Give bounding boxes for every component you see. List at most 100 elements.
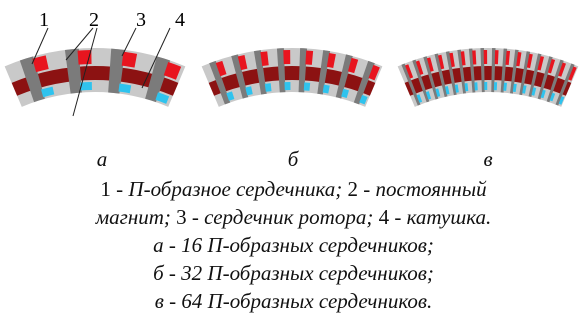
caption-line-1: 1 - П-образное сердечника; 2 - постоянны… xyxy=(0,175,587,203)
u-core-bar xyxy=(445,51,457,96)
coil xyxy=(435,88,441,97)
coil xyxy=(464,83,469,92)
coil xyxy=(284,82,291,91)
permanent-magnet xyxy=(163,61,182,80)
callout-label-1: 1 xyxy=(39,9,49,31)
u-core-bar xyxy=(546,59,564,103)
coil xyxy=(322,84,330,94)
permanent-magnet xyxy=(121,51,138,68)
u-core-bar xyxy=(480,48,485,93)
u-core-bar xyxy=(434,53,448,98)
u-core-bar xyxy=(491,48,496,93)
coil xyxy=(79,82,92,91)
permanent-magnet xyxy=(260,51,269,67)
permanent-magnet xyxy=(237,54,248,71)
callout-line-3 xyxy=(121,27,137,57)
permanent-magnet xyxy=(460,51,466,66)
permanent-magnet xyxy=(547,59,556,74)
coil xyxy=(531,87,537,96)
permanent-magnet xyxy=(568,66,577,81)
coil xyxy=(512,83,517,93)
permanent-magnet xyxy=(526,53,533,69)
u-core-bar xyxy=(457,49,466,94)
u-core-bar xyxy=(500,48,508,93)
permanent-magnet xyxy=(472,50,477,65)
caption-line-4: б - 32 П-образных сердечников; xyxy=(153,261,434,285)
u-core-bar xyxy=(276,48,286,93)
permanent-magnet xyxy=(505,50,511,65)
permanent-magnet xyxy=(426,57,434,72)
coil xyxy=(416,94,423,103)
permanent-magnet xyxy=(537,56,545,71)
permanent-magnet xyxy=(305,50,314,65)
coil xyxy=(155,92,170,104)
coil xyxy=(558,96,565,105)
permanent-magnet xyxy=(558,62,567,77)
u-core-bar xyxy=(412,59,430,103)
callout-label-3: 3 xyxy=(136,9,146,31)
permanent-magnet xyxy=(32,55,49,73)
u-core-bar xyxy=(231,54,249,99)
coil xyxy=(484,82,488,91)
permanent-magnet xyxy=(438,54,445,70)
u-core-bar xyxy=(19,56,45,103)
coil xyxy=(41,86,55,98)
panel-label-a: а xyxy=(96,147,108,171)
caption-num-2: 2 xyxy=(347,177,359,201)
coil xyxy=(549,92,556,102)
permanent-magnet xyxy=(368,64,380,81)
u-core-bar xyxy=(519,51,531,96)
u-core-bar xyxy=(537,56,553,100)
caption-num-3: 3 xyxy=(176,205,187,229)
machine-segments-figure: 1 2 3 4 xyxy=(4,9,579,117)
caption-line-2: магнит; 3 - сердечник ротора; 4 - катушк… xyxy=(0,203,587,231)
u-core-bar xyxy=(108,48,126,94)
panel-group xyxy=(4,47,579,107)
u-core-bar xyxy=(298,48,308,93)
callout-line-4 xyxy=(141,27,171,89)
permanent-magnet xyxy=(347,57,359,74)
coil xyxy=(118,83,132,94)
permanent-magnet xyxy=(215,60,227,77)
u-core-bar xyxy=(555,63,575,106)
caption-num-1: 1 - xyxy=(100,177,129,201)
coil xyxy=(503,82,507,91)
coil xyxy=(522,85,527,94)
coil xyxy=(341,88,349,99)
u-core-bar xyxy=(335,54,353,99)
permanent-magnet xyxy=(516,51,522,67)
u-core-bar xyxy=(510,49,519,94)
caption-magnet-text: магнит; xyxy=(95,205,177,229)
u-core-bar xyxy=(353,60,375,105)
coil xyxy=(425,91,432,100)
u-core-bar xyxy=(317,50,331,95)
permanent-magnet xyxy=(494,50,499,65)
caption-core-text: П-образное сердечника; xyxy=(128,177,348,201)
u-core-bar xyxy=(145,56,171,103)
coil xyxy=(359,94,368,105)
caption-num-4: 4 xyxy=(378,205,390,229)
u-core-bar xyxy=(253,50,267,95)
caption-permanent-text: - постоянный xyxy=(358,177,487,201)
coil xyxy=(303,82,311,91)
caption-line-3: а - 16 П-образных сердечников; xyxy=(153,233,434,257)
panel-label-v: в xyxy=(483,147,493,171)
caption-rotor-text: - сердечник ротора; xyxy=(186,205,379,229)
permanent-magnet xyxy=(283,50,291,65)
coil xyxy=(474,82,478,91)
u-core-bar xyxy=(528,53,542,98)
caption-coil-text: - катушка. xyxy=(389,205,492,229)
panel-label-b: б xyxy=(287,147,299,171)
permanent-magnet xyxy=(415,60,424,75)
u-core-bar xyxy=(209,60,231,105)
u-core-bar xyxy=(423,56,439,100)
coil xyxy=(245,86,253,96)
permanent-magnet xyxy=(326,53,336,68)
permanent-magnet xyxy=(483,50,488,65)
coil xyxy=(264,83,272,92)
permanent-magnet xyxy=(449,52,455,68)
rotor-core-ring-panel-1 xyxy=(208,66,376,96)
permanent-magnet xyxy=(405,64,414,79)
coil xyxy=(226,91,235,101)
callout-line-2a xyxy=(65,27,94,61)
